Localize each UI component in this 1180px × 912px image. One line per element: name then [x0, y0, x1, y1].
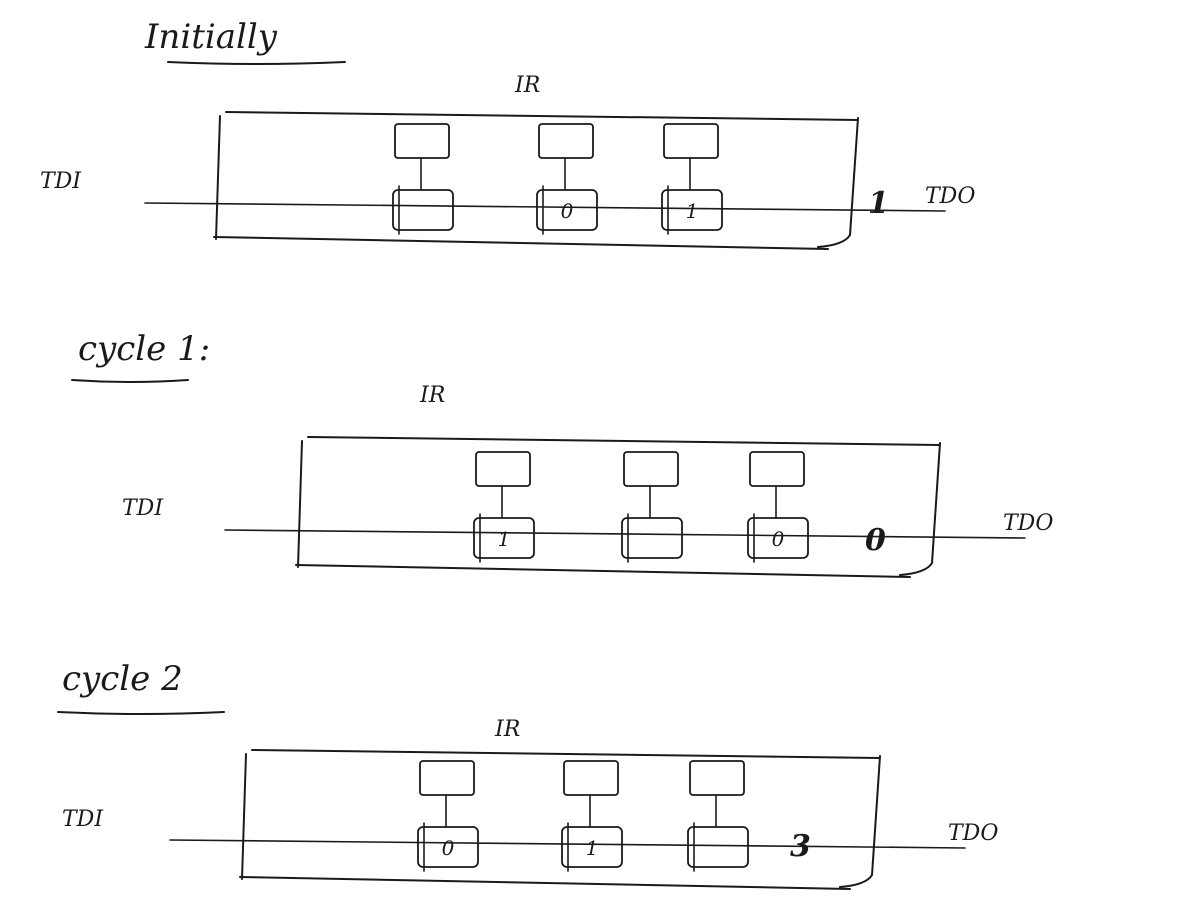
shift-register-cell	[621, 517, 683, 559]
shadow-register-cell	[689, 760, 745, 796]
shifted-out-bit: 1	[868, 186, 889, 221]
cell-bit-value: 0	[561, 199, 574, 223]
shadow-register-cell	[394, 123, 450, 159]
shift-register-cell	[561, 826, 623, 868]
tdo-label: TDO	[948, 821, 998, 846]
shift-cell-2: 0	[536, 123, 598, 235]
section-3: cycle 2 IR TDI TDO 0 1 3	[57, 659, 998, 890]
register-label: IR	[494, 717, 520, 742]
shift-register-cell	[661, 189, 723, 231]
tdo-label: TDO	[1003, 511, 1053, 536]
title-underline	[71, 379, 189, 383]
cell-bit-value: 0	[772, 527, 785, 551]
register-box	[295, 436, 941, 578]
section-title: cycle 2	[62, 659, 183, 699]
title-underline	[167, 61, 346, 65]
shadow-register-cell	[749, 451, 805, 487]
section-title: cycle 1:	[78, 329, 210, 369]
tdi-label: TDI	[122, 496, 164, 521]
shadow-register-cell	[475, 451, 531, 487]
scan-chain-wire	[144, 202, 946, 212]
tdo-label: TDO	[925, 184, 975, 209]
shift-cell-2: 1	[561, 760, 623, 872]
scan-chain-wire	[224, 529, 1026, 539]
tdi-label: TDI	[62, 807, 104, 832]
title-underline	[57, 711, 225, 715]
shift-cell-1: 1	[473, 451, 535, 563]
cell-bit-value: 1	[586, 836, 599, 860]
register-label: IR	[514, 73, 540, 98]
shift-register-cell	[687, 826, 749, 868]
shift-cell-1: 0	[417, 760, 479, 872]
shifted-out-bit: 0	[865, 523, 886, 558]
shift-cell-1	[392, 123, 454, 235]
shadow-register-cell	[623, 451, 679, 487]
cell-bit-value: 1	[686, 199, 699, 223]
shift-cell-3	[687, 760, 749, 872]
shift-cell-3: 0	[747, 451, 809, 563]
section-2: cycle 1: IR TDI TDO 1 0 0	[71, 329, 1053, 578]
register-label: IR	[419, 383, 445, 408]
shift-register-cell	[473, 517, 535, 559]
section-title: Initially	[144, 17, 278, 57]
shift-cell-3: 1	[661, 123, 723, 235]
tdi-label: TDI	[40, 169, 82, 194]
cell-bit-value: 1	[498, 527, 511, 551]
register-box	[213, 111, 859, 250]
shadow-register-cell	[538, 123, 594, 159]
shift-register-cell	[747, 517, 809, 559]
register-box	[239, 749, 881, 890]
shift-register-cell	[417, 826, 479, 868]
shadow-register-cell	[563, 760, 619, 796]
shadow-register-cell	[419, 760, 475, 796]
cell-bit-value: 0	[442, 836, 455, 860]
shift-register-cell	[536, 189, 598, 231]
shift-register-cell	[392, 189, 454, 231]
shift-cell-2	[621, 451, 683, 563]
shifted-out-bit: 3	[790, 829, 811, 864]
shadow-register-cell	[663, 123, 719, 159]
